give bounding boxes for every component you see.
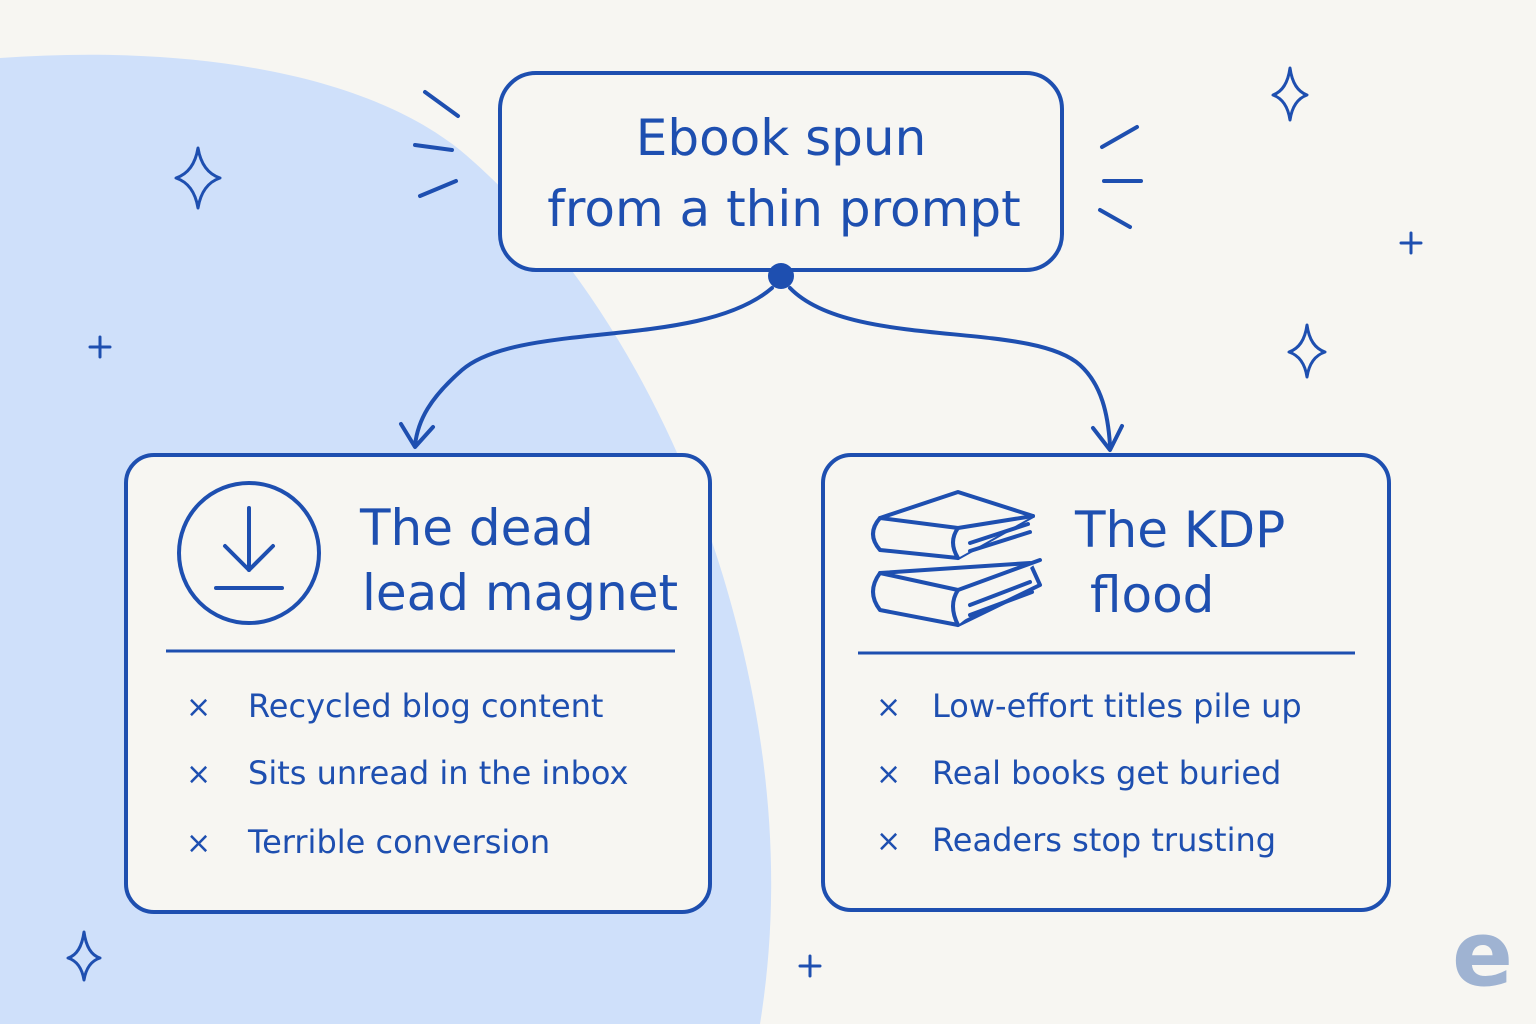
right-card-title-line2: flood	[1090, 566, 1214, 624]
sparkle-icon	[174, 146, 222, 210]
sparkle-icon	[1287, 323, 1327, 379]
root-title-line2: from a thin prompt	[547, 180, 1020, 238]
root-node: Ebook spun from a thin prompt	[498, 71, 1064, 272]
x-mark-icon: ×	[186, 757, 211, 792]
right-item-1: Low-effort titles pile up	[932, 687, 1302, 725]
left-card-title-line2: lead magnet	[362, 564, 678, 622]
left-item-2: Sits unread in the inbox	[248, 754, 628, 792]
right-card-title-line1: The KDP	[1074, 501, 1285, 559]
root-box	[498, 71, 1064, 272]
plus-icon	[88, 335, 112, 359]
right-item-2: Real books get buried	[932, 754, 1281, 792]
left-item-1: Recycled blog content	[248, 687, 603, 725]
plus-icon	[798, 954, 822, 978]
branch-node-dot	[768, 263, 794, 289]
x-mark-icon: ×	[876, 690, 901, 725]
x-mark-icon: ×	[186, 826, 211, 861]
arrow-right-connector	[788, 286, 1112, 447]
emphasis-strokes-left	[413, 90, 460, 198]
left-card: The dead lead magnet × Recycled blog con…	[124, 453, 712, 914]
x-mark-icon: ×	[876, 757, 901, 792]
plus-icon	[1399, 231, 1423, 255]
book-stack-icon	[871, 490, 1042, 627]
arrow-left-connector	[413, 286, 774, 447]
left-item-3: Terrible conversion	[247, 823, 550, 861]
left-card-box	[124, 453, 712, 914]
root-title-line1: Ebook spun	[636, 109, 927, 167]
arrow-left-head	[399, 422, 435, 449]
right-card: The KDP flood × Low-effort titles pile u…	[821, 453, 1391, 912]
arrow-right-head	[1091, 424, 1124, 452]
download-circle-icon	[177, 481, 321, 625]
emphasis-strokes-right	[1098, 125, 1143, 229]
x-mark-icon: ×	[876, 824, 901, 859]
sparkle-icon	[1271, 66, 1309, 122]
sparkle-icon	[66, 930, 102, 982]
right-item-3: Readers stop trusting	[932, 821, 1276, 859]
brand-logo: e	[1452, 902, 1513, 1007]
left-card-title-line1: The dead	[359, 499, 594, 557]
x-mark-icon: ×	[186, 690, 211, 725]
